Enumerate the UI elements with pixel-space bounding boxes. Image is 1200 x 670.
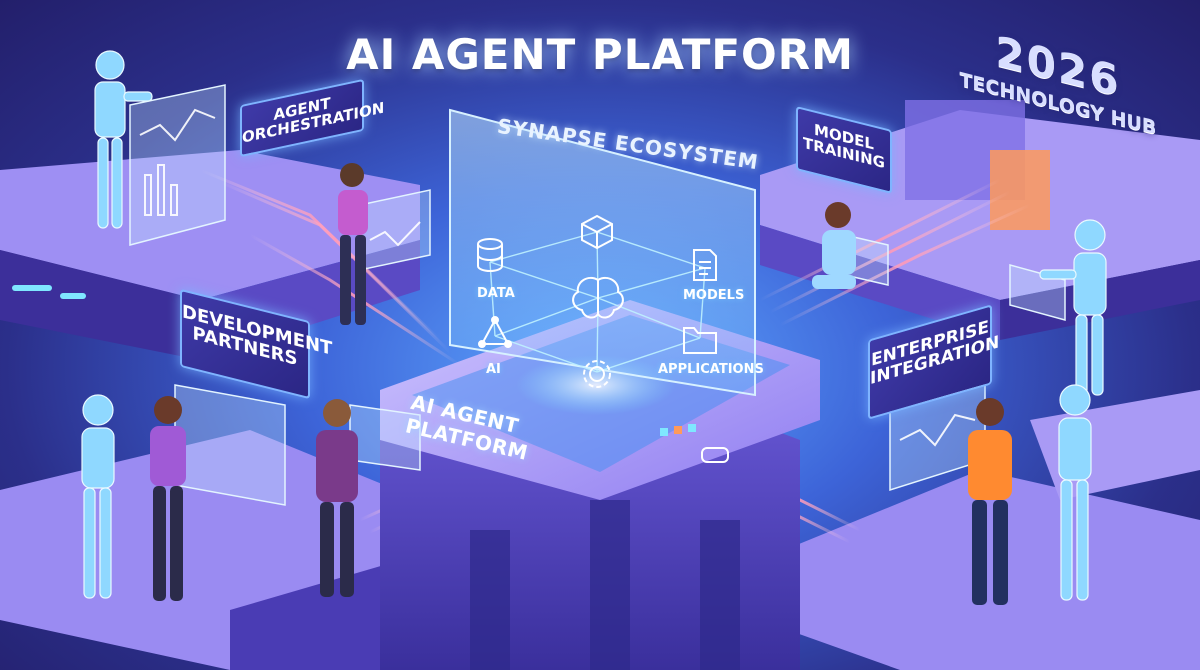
person-icon — [812, 202, 856, 289]
hub-doorway — [990, 150, 1050, 230]
node-label-data: DATA — [477, 286, 515, 301]
robot-icon — [94, 50, 153, 229]
node-label-models: MODELS — [683, 288, 745, 303]
node-label-applications: APPLICATIONS — [658, 362, 764, 377]
holo-panel — [129, 84, 1066, 506]
indicator-light — [674, 426, 682, 434]
indicator-light — [688, 424, 696, 432]
node-label-ai: AI — [486, 362, 501, 377]
brain-icon — [572, 276, 624, 319]
database-icon — [477, 238, 503, 272]
gear-icon — [583, 360, 611, 388]
robot-icon — [81, 394, 115, 599]
person-icon — [338, 163, 368, 325]
platform-slot — [701, 447, 729, 463]
person-icon — [316, 399, 358, 597]
document-icon — [693, 249, 717, 281]
cube-icon — [581, 214, 613, 250]
indicator-light — [660, 428, 668, 436]
status-light — [12, 285, 52, 291]
panel-charts — [139, 108, 976, 447]
robot-icon — [1058, 384, 1092, 601]
network-icon — [478, 316, 512, 348]
person-icon — [150, 396, 186, 601]
person-icon — [968, 398, 1012, 605]
ecosystem-screen — [449, 108, 756, 397]
robot-icon — [1039, 219, 1107, 396]
main-title: AI AGENT PLATFORM — [346, 30, 854, 79]
folder-icon — [683, 327, 717, 354]
status-light — [60, 293, 86, 299]
